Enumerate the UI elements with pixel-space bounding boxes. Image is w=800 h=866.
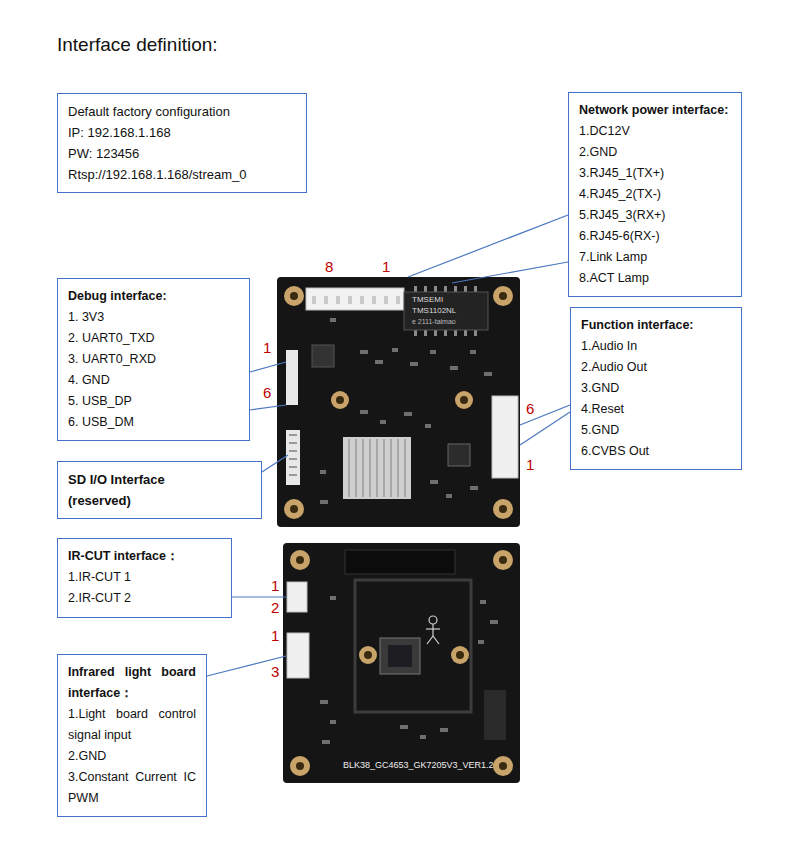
callout-number: 1	[271, 578, 279, 593]
chip-marking: TMS1102NL	[412, 307, 456, 315]
box-heading: Infrared light board interface：	[68, 662, 196, 704]
config-line: IP: 192.168.1.168	[68, 122, 296, 143]
box-heading: Network power interface:	[579, 100, 731, 121]
pin-name: 4. GND	[68, 370, 239, 391]
pin-name: 1.Audio In	[581, 336, 731, 357]
config-line: PW: 123456	[68, 143, 296, 164]
config-line: Rtsp://192.168.1.168/stream_0	[68, 164, 296, 185]
box-heading: Debug interface:	[68, 286, 239, 307]
pin-name: 6.CVBS Out	[581, 441, 731, 462]
callout-number: 6	[263, 385, 271, 400]
pin-name: 2.Audio Out	[581, 357, 731, 378]
pin-name: 5. USB_DP	[68, 391, 239, 412]
callout-number: 3	[271, 664, 279, 679]
pin-name: 1.DC12V	[579, 121, 731, 142]
pin-name: 7.Link Lamp	[579, 247, 731, 268]
callout-number: 1	[271, 628, 279, 643]
pin-name: 2.GND	[68, 746, 196, 767]
pin-name: 3.RJ45_1(TX+)	[579, 163, 731, 184]
pin-name: 6.RJ45-6(RX-)	[579, 226, 731, 247]
box-heading: SD I/O Interface (reserved)	[68, 469, 218, 511]
chip-marking: TMSEMI	[412, 296, 443, 304]
connector-pinout-box: Infrared light board interface：1.Light b…	[57, 654, 207, 817]
pin-name: 4.RJ45_2(TX-)	[579, 184, 731, 205]
pin-name: 2. UART0_TXD	[68, 328, 239, 349]
page-title: Interface definition:	[57, 34, 218, 56]
pin-name: 2.IR-CUT 2	[68, 588, 221, 609]
callout-number: 1	[382, 259, 390, 274]
connector-pinout-box: Network power interface:1.DC12V2.GND3.RJ…	[568, 92, 742, 297]
pin-name: 5.GND	[581, 420, 731, 441]
pin-name: 3.Constant Current IC PWM	[68, 767, 196, 809]
callout-number: 6	[526, 401, 534, 416]
pin-name: 2.GND	[579, 142, 731, 163]
box-heading: Function interface:	[581, 315, 731, 336]
chip-marking: e 2111-taimao	[412, 318, 456, 325]
pin-name: 1. 3V3	[68, 307, 239, 328]
callout-number: 8	[325, 259, 333, 274]
pin-name: 1.IR-CUT 1	[68, 567, 221, 588]
board-silkscreen: BLK38_GC4653_GK7205V3_VER1.2	[343, 761, 494, 770]
pin-name: 3. UART0_RXD	[68, 349, 239, 370]
connector-pinout-box: Debug interface:1. 3V32. UART0_TXD3. UAR…	[57, 278, 250, 441]
pin-name: 1.Light board control signal input	[68, 704, 196, 746]
config-box: Default factory configurationIP: 192.168…	[57, 93, 307, 193]
callout-number: 1	[263, 340, 271, 355]
pin-name: 3.GND	[581, 378, 731, 399]
box-heading: IR-CUT interface：	[68, 546, 221, 567]
pin-name: 4.Reset	[581, 399, 731, 420]
callout-number: 2	[271, 600, 279, 615]
pin-name: 5.RJ45_3(RX+)	[579, 205, 731, 226]
config-line: Default factory configuration	[68, 101, 296, 122]
pin-name: 8.ACT Lamp	[579, 268, 731, 289]
connector-note-box: SD I/O Interface (reserved)	[57, 461, 262, 519]
connector-pinout-box: Function interface:1.Audio In2.Audio Out…	[570, 307, 742, 470]
connector-pinout-box: IR-CUT interface：1.IR-CUT 12.IR-CUT 2	[57, 538, 232, 618]
callout-number: 1	[526, 457, 534, 472]
pin-name: 6. USB_DM	[68, 412, 239, 433]
